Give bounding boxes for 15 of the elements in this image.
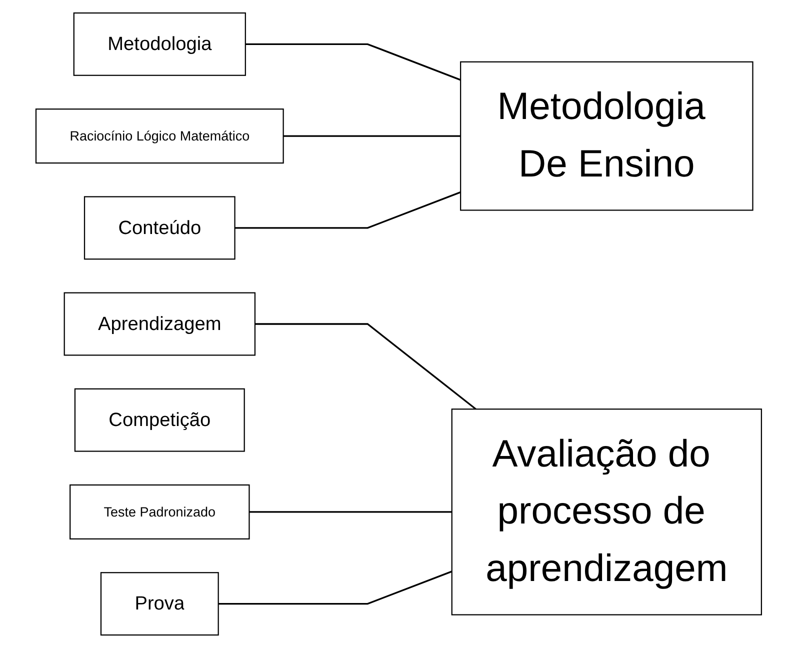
node-box: Metodologia De Ensino [460, 61, 754, 211]
node-box: Raciocínio Lógico Matemático [36, 108, 284, 164]
connector [284, 135, 461, 137]
node-box: Prova [100, 572, 220, 636]
connector [255, 323, 477, 410]
connector [235, 191, 462, 229]
node-box: Metodologia [74, 12, 246, 76]
node-box: Teste Padronizado [70, 484, 250, 540]
connector [218, 570, 452, 605]
node-box: Conteúdo [84, 196, 236, 260]
node-box: Avaliação do processo de aprendizagem [452, 408, 762, 616]
connector [250, 511, 452, 513]
connector [246, 43, 462, 81]
node-box: Aprendizagem [64, 292, 256, 356]
node-box: Competição [74, 388, 246, 452]
